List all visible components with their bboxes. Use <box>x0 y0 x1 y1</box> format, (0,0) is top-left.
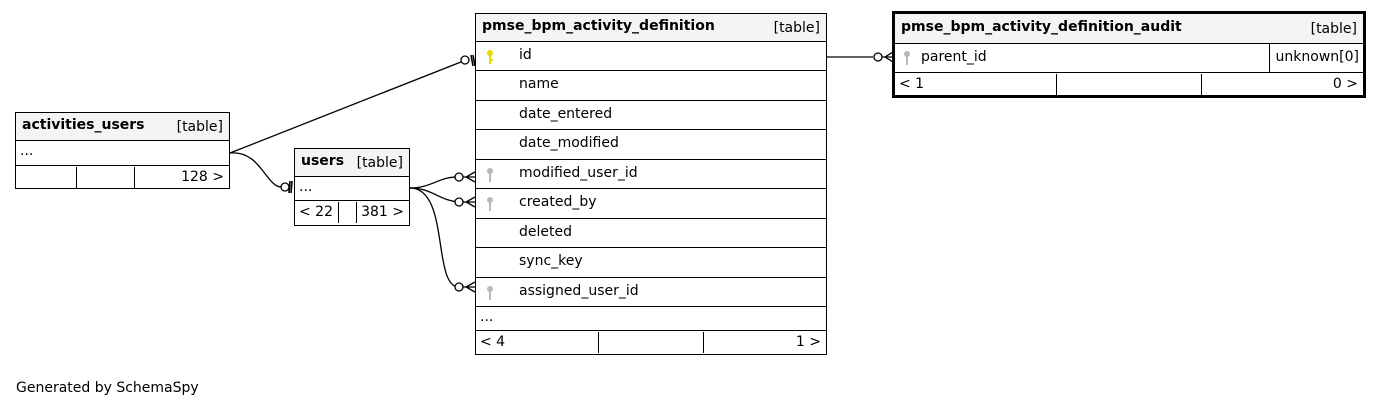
table-type: [table] <box>773 20 820 36</box>
zero-marker <box>873 52 883 62</box>
table-row: deleted <box>476 219 826 248</box>
column-type-divider <box>1269 44 1270 72</box>
footer-parents: < 1 <box>899 76 925 92</box>
foreign-key-icon <box>486 196 494 212</box>
column-name: deleted <box>519 224 572 240</box>
crows-foot-marker <box>463 281 476 293</box>
table-header: pmse_bpm_activity_definition [table] <box>476 14 826 42</box>
zero-marker <box>454 282 464 292</box>
table-header: activities_users [table] <box>16 113 229 141</box>
column-name: created_by <box>519 194 597 210</box>
table-activities-users[interactable]: activities_users [table] ... 128 > <box>15 112 230 189</box>
table-row: created_by <box>476 189 826 219</box>
table-row: id <box>476 42 826 71</box>
table-pmse-bpm-activity-definition[interactable]: pmse_bpm_activity_definition [table] id n… <box>475 13 827 355</box>
table-row: sync_key <box>476 248 826 278</box>
table-row: parent_id unknown[0] <box>895 44 1363 73</box>
crows-foot-marker <box>463 196 476 208</box>
crows-foot-marker <box>882 51 894 63</box>
column-name: parent_id <box>921 49 987 65</box>
table-type: [table] <box>1310 21 1357 37</box>
table-footer: < 1 0 > <box>895 73 1363 96</box>
column-name: id <box>519 47 532 63</box>
crows-foot-marker <box>463 171 476 183</box>
column-name: name <box>519 76 559 92</box>
one-marker <box>470 54 476 67</box>
table-footer: < 4 1 > <box>476 331 826 354</box>
table-row: ... <box>295 177 409 201</box>
table-header: pmse_bpm_activity_definition_audit [tabl… <box>895 14 1363 44</box>
more-columns-ellipsis: ... <box>299 179 313 195</box>
edge-users-to-assigned-user-id <box>409 187 460 288</box>
table-row: ... <box>476 307 826 331</box>
footer-children: 1 > <box>795 334 821 350</box>
table-type: [table] <box>176 119 223 135</box>
column-name: sync_key <box>519 253 583 269</box>
table-row: ... <box>16 141 229 166</box>
table-header: users [table] <box>295 149 409 177</box>
zero-marker <box>454 172 464 182</box>
table-type: [table] <box>356 155 403 171</box>
edge-activities-users-to-users <box>229 152 285 188</box>
primary-key-icon <box>486 49 494 65</box>
table-name: pmse_bpm_activity_definition <box>482 18 715 34</box>
foreign-key-icon <box>486 167 494 183</box>
edge-activities-users-to-activity-definition <box>229 59 467 154</box>
zero-marker <box>454 197 464 207</box>
table-name: activities_users <box>22 117 145 133</box>
column-name: assigned_user_id <box>519 283 639 299</box>
column-name: modified_user_id <box>519 165 638 181</box>
zero-marker <box>280 182 290 192</box>
edge-users-to-modified-user-id <box>409 176 460 189</box>
column-name: date_entered <box>519 106 613 122</box>
foreign-key-icon <box>486 285 494 301</box>
table-row: modified_user_id <box>476 160 826 189</box>
footer-parents: < 22 <box>299 204 333 220</box>
column-name: date_modified <box>519 135 619 151</box>
footer-children: 0 > <box>1332 76 1358 92</box>
table-row: date_entered <box>476 101 826 130</box>
foreign-key-icon <box>903 50 911 66</box>
table-row: assigned_user_id <box>476 278 826 307</box>
footer-children: 128 > <box>181 169 224 185</box>
zero-marker <box>460 55 470 65</box>
table-name: pmse_bpm_activity_definition_audit <box>901 19 1182 35</box>
table-row: date_modified <box>476 130 826 160</box>
table-row: name <box>476 71 826 101</box>
generated-by-credit: Generated by SchemaSpy <box>16 380 199 396</box>
edge-users-to-created-by <box>409 187 460 203</box>
table-footer: 128 > <box>16 166 229 189</box>
more-columns-ellipsis: ... <box>480 309 494 325</box>
table-name: users <box>301 153 345 169</box>
table-footer: < 22 381 > <box>295 201 409 224</box>
table-pmse-bpm-activity-definition-audit[interactable]: pmse_bpm_activity_definition_audit [tabl… <box>892 11 1366 98</box>
more-columns-ellipsis: ... <box>20 143 34 159</box>
footer-parents: < 4 <box>480 334 506 350</box>
footer-children: 381 > <box>361 204 404 220</box>
table-users[interactable]: users [table] ... < 22 381 > <box>294 148 410 226</box>
column-type: unknown[0] <box>1275 49 1359 65</box>
one-marker <box>288 180 293 194</box>
